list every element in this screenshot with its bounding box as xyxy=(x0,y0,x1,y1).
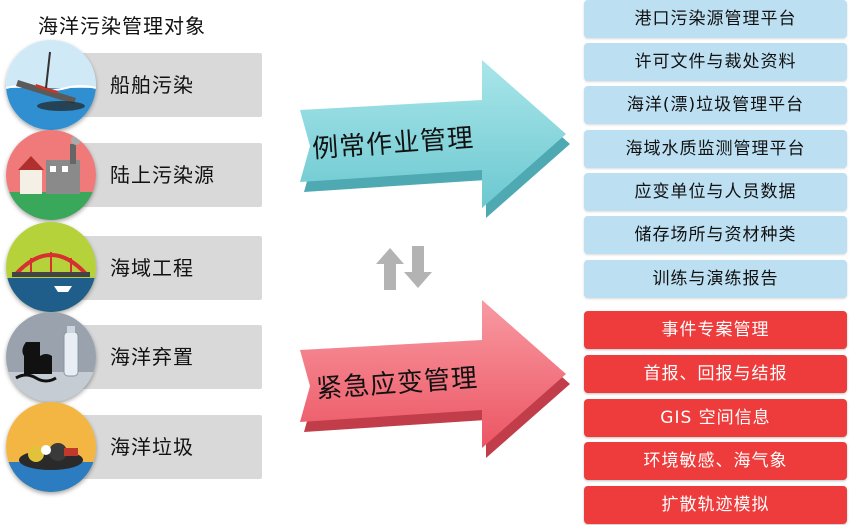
swap-arrows-icon xyxy=(376,246,432,290)
source-label: 海域工程 xyxy=(110,256,194,280)
emergency-item: 环境敏感、海气象 xyxy=(584,442,847,480)
source-label: 海洋垃圾 xyxy=(110,435,194,459)
factory-icon xyxy=(6,130,96,220)
bridge-icon xyxy=(6,222,96,312)
emergency-item: GIS 空间信息 xyxy=(584,399,847,437)
routine-item: 应变单位与人员数据 xyxy=(584,173,847,211)
emergency-arrow-icon xyxy=(300,300,570,458)
ship-icon xyxy=(6,40,96,130)
dumping-icon xyxy=(6,312,96,402)
routine-item: 海洋(漂)垃圾管理平台 xyxy=(584,86,847,124)
emergency-item: 首报、回报与结报 xyxy=(584,355,847,393)
routine-arrow-icon xyxy=(300,60,570,218)
emergency-item: 事件专案管理 xyxy=(584,311,847,349)
routine-item: 许可文件与裁处资料 xyxy=(584,43,847,81)
source-label: 陆上污染源 xyxy=(110,163,215,187)
routine-item: 储存场所与资材种类 xyxy=(584,216,847,254)
routine-item: 训练与演练报告 xyxy=(584,260,847,298)
diagram-title: 海洋污染管理对象 xyxy=(38,14,206,38)
garbage-icon xyxy=(6,402,96,492)
source-label: 海洋弃置 xyxy=(110,345,194,369)
routine-item: 港口污染源管理平台 xyxy=(584,0,847,38)
emergency-item: 扩散轨迹模拟 xyxy=(584,486,847,524)
source-label: 船舶污染 xyxy=(110,73,194,97)
routine-item: 海域水质监测管理平台 xyxy=(584,130,847,168)
